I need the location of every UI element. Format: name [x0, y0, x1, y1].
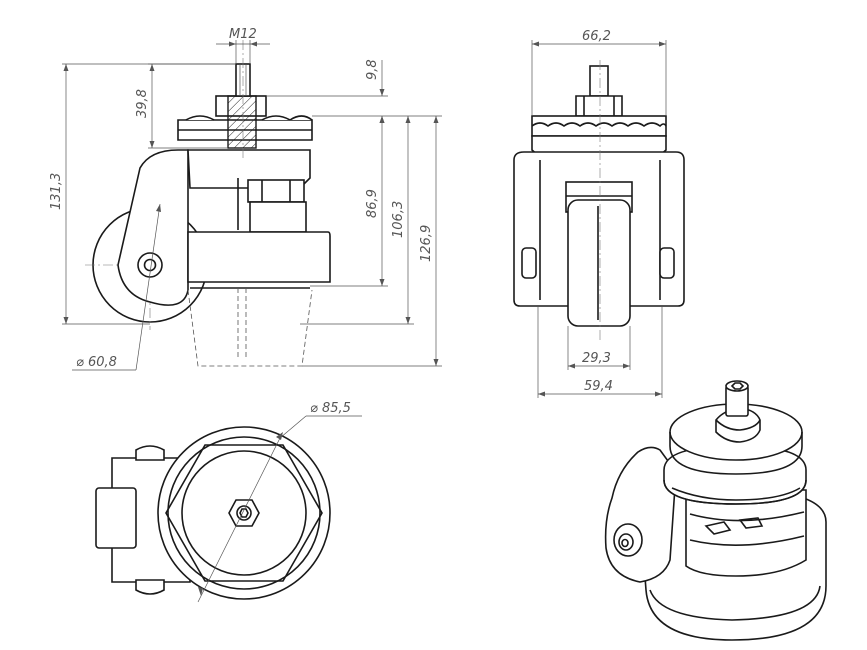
dim-wheel-diameter: ⌀ 60,8: [76, 355, 117, 370]
dim-total-height: 131,3: [49, 173, 64, 210]
dim-wheel-width: 29,3: [582, 351, 611, 366]
side-wheel: [567, 199, 631, 327]
dim-height-mid: 106,3: [391, 201, 406, 238]
dim-nut-offset: 9,8: [365, 59, 380, 80]
side-view: [513, 60, 685, 340]
front-view: [85, 40, 331, 367]
dim-top-width: 66,2: [582, 29, 611, 44]
dim-stud-height: 39,8: [135, 89, 150, 118]
front-dimensions: M12 39,8 131,3 9,8 86,9 106,3: [49, 27, 442, 371]
top-view: [95, 426, 331, 600]
isometric-view: [604, 380, 827, 641]
fork-arm: [117, 149, 189, 306]
dim-body-width: 59,4: [584, 379, 613, 394]
dim-body-height: 86,9: [365, 189, 380, 218]
dim-height-max: 126,9: [419, 225, 434, 262]
dim-thread: M12: [229, 27, 257, 42]
base-pad: [187, 149, 311, 189]
top-dimensions: ⌀ 85,5: [197, 401, 362, 603]
side-dimensions: 66,2 29,3 59,4: [531, 29, 667, 398]
dim-base-diameter: ⌀ 85,5: [310, 401, 351, 416]
